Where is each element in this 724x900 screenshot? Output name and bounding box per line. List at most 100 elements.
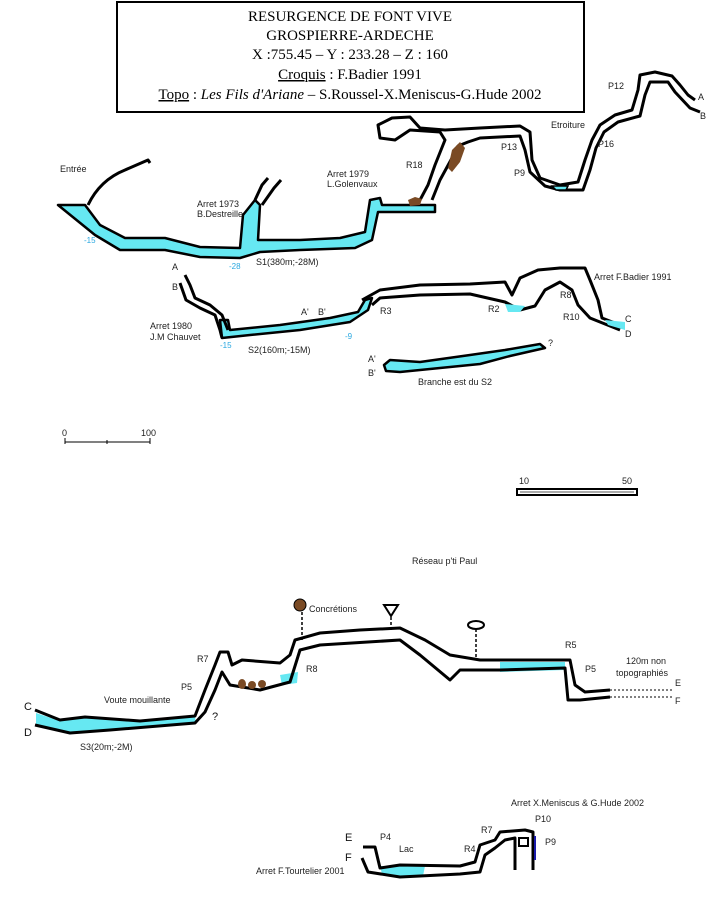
a-prime-label: A' (301, 307, 309, 317)
arret-1980-label: Arret 1980 (150, 321, 192, 331)
c-label: C (625, 314, 632, 324)
p13-label: P13 (501, 142, 517, 152)
d-label: D (24, 727, 32, 739)
r7-label: R7 (481, 825, 493, 835)
depth-label: -15 (220, 341, 232, 350)
r18-label: R18 (406, 160, 423, 170)
p5-label: P5 (181, 682, 192, 692)
entrance-wall (86, 158, 152, 206)
arret-1979-name: L.Golenvaux (327, 179, 378, 189)
junction-b-label: B (700, 111, 706, 121)
e-label: E (345, 832, 352, 844)
p4-label: P4 (380, 832, 391, 842)
arret-1991-label: Arret F.Badier 1991 (594, 272, 672, 282)
profile2-roof (363, 828, 535, 870)
gallery-r18 (376, 70, 696, 201)
voute-mouillante-label: Voute mouillante (104, 695, 171, 705)
unknown-mark: ? (212, 711, 218, 723)
sump-d (605, 320, 625, 330)
arret-1973-label: Arret 1973 (197, 199, 239, 209)
r8-label: R8 (560, 290, 572, 300)
p12-label: P12 (608, 81, 624, 91)
lake-label: Lac (399, 844, 414, 854)
branch-a-prime-label: A' (368, 354, 376, 364)
coordinates: X :755.45 – Y : 233.28 – Z : 160 (252, 47, 448, 63)
topo-authors: – S.Roussel-X.Meniscus-G.Hude 2002 (304, 87, 542, 103)
r3-label: R3 (380, 306, 392, 316)
junction-a-label: A (698, 92, 704, 102)
unknown-mark: ? (548, 338, 553, 348)
topo-label: Topo (158, 87, 189, 103)
scale-end: 50 (622, 476, 632, 486)
sump-s2 (218, 296, 374, 340)
entrance-label: Entrée (60, 164, 87, 174)
etroiture-label: Etroiture (551, 120, 585, 130)
topo-title: Les Fils d'Ariane (200, 87, 305, 103)
r5-label: R5 (565, 640, 577, 650)
east-branch-s2 (382, 342, 547, 374)
concretion-patch (448, 142, 465, 172)
a-label: A (172, 262, 178, 272)
r7-label: R7 (197, 654, 209, 664)
east-branch-label: Branche est du S2 (418, 377, 492, 387)
plan-upper: Entrée Arret 1973 B.Destreille Arret 197… (56, 70, 706, 271)
b-label: B (172, 282, 178, 292)
croquis-credit: Croquis : F.Badier 1991 (278, 67, 422, 83)
arret-2002-label: Arret X.Meniscus & G.Hude 2002 (511, 798, 644, 808)
sump-s1-label: S1(380m;-28M) (256, 257, 319, 267)
plan-lower: A B Arret 1980 J.M Chauvet -15 -9 S2(160… (150, 262, 672, 387)
scale-start: 10 (519, 476, 529, 486)
sump-s3 (36, 713, 196, 734)
pool-p9 (550, 185, 570, 191)
title-cartouche: RESURGENCE DE FONT VIVE GROSPIERRE-ARDEC… (116, 1, 585, 113)
concretion-cluster (238, 679, 266, 689)
topo-credit: Topo : Les Fils d'Ariane – S.Roussel-X.M… (158, 87, 541, 103)
d-label: D (625, 329, 632, 339)
arret-1980-name: J.M Chauvet (150, 332, 201, 342)
f-label: F (345, 852, 352, 864)
concretion-patch (408, 197, 422, 206)
pool-r2 (505, 304, 525, 312)
arret-1973-name: B.Destreille (197, 209, 243, 219)
branch-b-prime-label: B' (368, 368, 376, 378)
p10-label: P10 (535, 814, 551, 824)
croquis-value: : F.Badier 1991 (326, 67, 422, 83)
sump-s2-label: S2(160m;-15M) (248, 345, 311, 355)
arret-2001-label: Arret F.Tourtelier 2001 (256, 866, 345, 876)
concretion-icon (293, 598, 307, 612)
r8-label: R8 (306, 664, 318, 674)
p9-label: P9 (545, 837, 556, 847)
concretions-label: Concrétions (309, 604, 358, 614)
cave-name: RESURGENCE DE FONT VIVE (248, 9, 452, 25)
c-label: C (24, 701, 32, 713)
profile-title: Réseau p'ti Paul (412, 556, 477, 566)
r10-label: R10 (563, 312, 580, 322)
untopographed-label: topographiés (616, 668, 669, 678)
boulder-icon (467, 620, 485, 630)
profile2-floor (360, 836, 517, 879)
untopographed-label: 120m non (626, 656, 666, 666)
p16-label: P16 (598, 139, 614, 149)
profile-roof (34, 626, 611, 723)
scale-bar-plan: 0 100 (62, 428, 156, 444)
f-label: F (675, 696, 681, 706)
r4-label: R4 (464, 844, 476, 854)
shaft-p10 (518, 837, 529, 847)
sump-s1 (56, 196, 437, 260)
scale-end: 100 (141, 428, 156, 438)
depth-label: -28 (229, 262, 241, 271)
r2-label: R2 (488, 304, 500, 314)
depth-label: -15 (84, 236, 96, 245)
profile-reseau-pti-paul: Réseau p'ti Paul Concrétions C D Voute m… (24, 556, 681, 752)
arret-1979-label: Arret 1979 (327, 169, 369, 179)
p9-label: P9 (514, 168, 525, 178)
shaft-1973 (253, 177, 283, 206)
b-prime-label: B' (318, 307, 326, 317)
profile-terminal: Arret X.Meniscus & G.Hude 2002 P10 P9 R7… (256, 798, 644, 879)
location: GROSPIERRE-ARDECHE (266, 28, 434, 44)
funnel-icon (382, 604, 400, 618)
topo-sep: : (189, 87, 201, 103)
scale-bar-profile: 10 50 (516, 476, 638, 496)
